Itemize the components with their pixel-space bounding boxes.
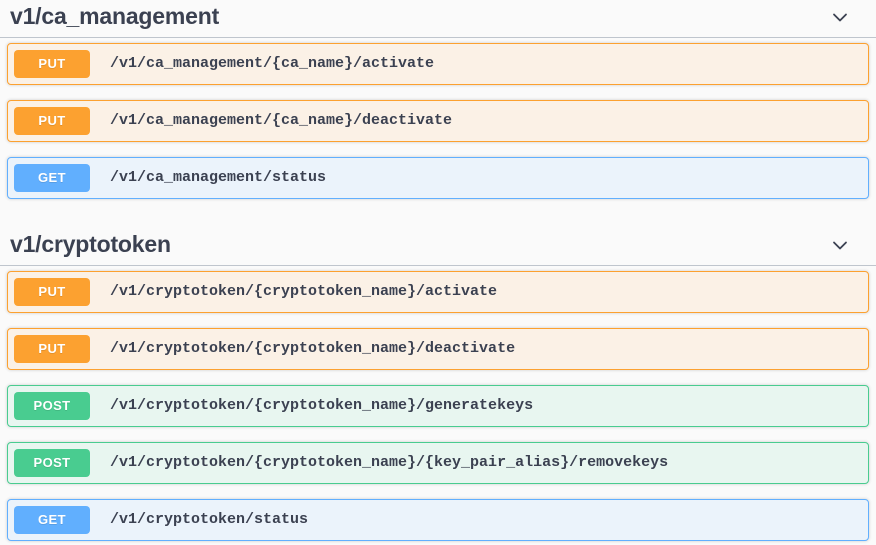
http-method-badge: PUT [14,106,90,136]
tag-header-ca-management[interactable]: v1/ca_management [0,0,876,38]
tag-title-cryptotoken: v1/cryptotoken [10,230,171,257]
http-method-badge: POST [14,448,90,477]
http-method-badge: PUT [14,49,90,79]
operation-path: /v1/cryptotoken/{cryptotoken_name}/deact… [110,339,516,357]
operation-row[interactable]: POST /v1/cryptotoken/{cryptotoken_name}/… [7,384,869,427]
operation-path: /v1/ca_management/{ca_name}/activate [110,54,435,72]
operation-path: /v1/cryptotoken/{cryptotoken_name}/gener… [110,396,534,414]
chevron-down-icon[interactable] [828,233,852,257]
operation-row[interactable]: PUT /v1/ca_management/{ca_name}/activate [7,42,869,85]
http-method-badge: POST [14,391,90,420]
operation-row[interactable]: PUT /v1/ca_management/{ca_name}/deactiva… [7,99,869,142]
operation-row[interactable]: PUT /v1/cryptotoken/{cryptotoken_name}/d… [7,327,869,370]
operation-row[interactable]: GET /v1/ca_management/status [7,156,869,199]
operation-path: /v1/ca_management/status [110,168,327,186]
operation-row[interactable]: GET /v1/cryptotoken/status [7,498,869,541]
operation-path: /v1/cryptotoken/{cryptotoken_name}/activ… [110,282,498,300]
operation-path: /v1/cryptotoken/status [110,510,309,528]
http-method-badge: PUT [14,277,90,306]
tag-header-cryptotoken[interactable]: v1/cryptotoken [0,214,876,266]
tag-title-ca-management: v1/ca_management [10,3,220,29]
tag-section-ca-management: v1/ca_management PUT /v1/ca_management/{… [0,0,876,199]
http-method-badge: PUT [14,334,90,363]
operation-row[interactable]: POST /v1/cryptotoken/{cryptotoken_name}/… [7,441,869,484]
operation-path: /v1/ca_management/{ca_name}/deactivate [110,111,453,129]
http-method-badge: GET [14,505,90,534]
tag-section-cryptotoken: v1/cryptotoken PUT /v1/cryptotoken/{cryp… [0,214,876,541]
http-method-badge: GET [14,163,90,193]
operation-row[interactable]: PUT /v1/cryptotoken/{cryptotoken_name}/a… [7,270,869,313]
chevron-down-icon[interactable] [828,5,852,29]
operation-path: /v1/cryptotoken/{cryptotoken_name}/{key_… [110,453,669,471]
